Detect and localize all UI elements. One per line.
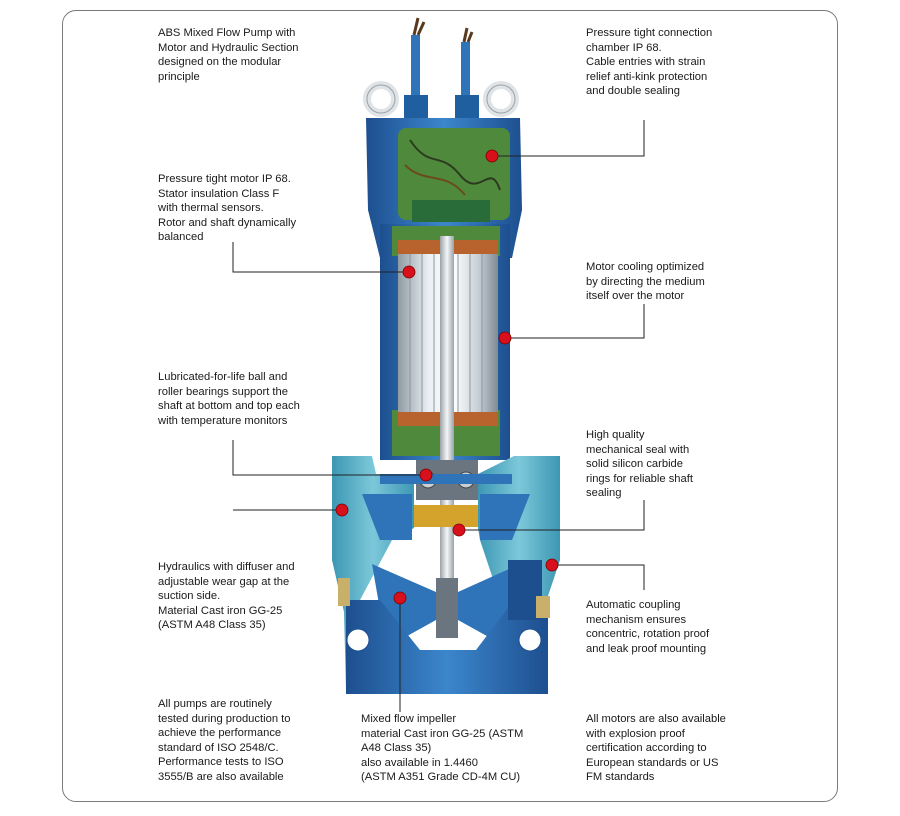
callout-testing: All pumps are routinely tested during pr… (158, 698, 291, 783)
pump-shaft (440, 236, 454, 581)
marker-seal (452, 523, 466, 537)
marker-impeller (393, 591, 407, 605)
power-cables (404, 17, 479, 121)
callout-connection: Pressure tight connection chamber IP 68.… (586, 27, 713, 98)
callout-seal: High quality mechanical seal with solid … (586, 429, 693, 500)
connection-chamber (398, 128, 510, 220)
marker-hydraulics (335, 503, 349, 517)
callout-explosion-proof: All motors are also available with explo… (586, 713, 726, 784)
callout-top-left: ABS Mixed Flow Pump with Motor and Hydra… (158, 27, 299, 83)
callout-cooling: Motor cooling optimized by directing the… (586, 261, 705, 303)
callout-coupling: Automatic coupling mechanism ensures con… (586, 599, 710, 655)
marker-bearings (419, 468, 433, 482)
callout-motor: Pressure tight motor IP 68. Stator insul… (158, 173, 297, 244)
leader-lines (232, 120, 645, 712)
marker-connection-chamber (485, 149, 499, 163)
pump-body (332, 17, 560, 694)
callout-impeller: Mixed flow impeller material Cast iron G… (361, 713, 524, 784)
callout-markers (335, 149, 559, 605)
lifting-eyes (363, 81, 519, 117)
marker-coupling (545, 558, 559, 572)
marker-motor (402, 265, 416, 279)
callout-bearings: Lubricated-for-life ball and roller bear… (158, 371, 300, 427)
coupling-bracket (338, 560, 550, 620)
mechanical-seal (414, 505, 480, 527)
suction-base (346, 600, 548, 694)
callout-hydraulics: Hydraulics with diffuser and adjustable … (158, 561, 295, 632)
marker-cooling (498, 331, 512, 345)
